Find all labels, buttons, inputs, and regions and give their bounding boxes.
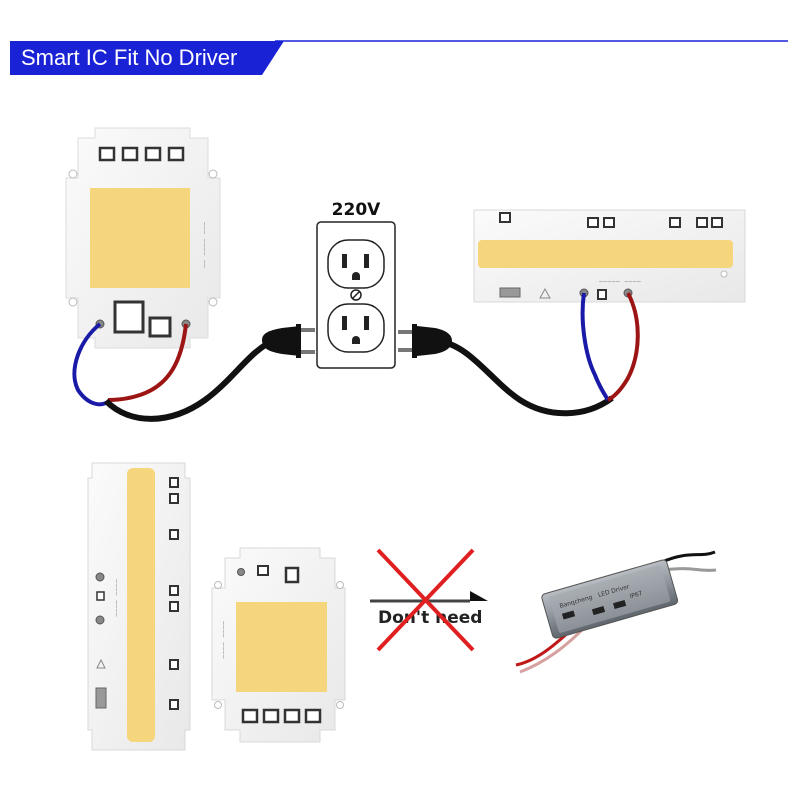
dont-need-mark: Don't need	[370, 548, 488, 652]
voltage-label: 220V	[332, 200, 381, 220]
ic-chip	[113, 300, 145, 334]
svg-text:~~~ ~~~~ ~~: ~~~ ~~~~ ~~	[200, 222, 208, 268]
phosphor-strip	[127, 468, 155, 742]
wall-outlet: 220V	[316, 200, 396, 369]
plug-right	[398, 324, 452, 358]
title-banner: Smart IC Fit No Driver	[10, 40, 788, 75]
socket-bottom	[327, 303, 385, 353]
wire-red-left	[107, 323, 188, 402]
plug-left	[262, 324, 315, 358]
phosphor-strip	[478, 240, 733, 268]
square-cob-board-top: ~~~ ~~~~ ~~	[65, 127, 221, 349]
svg-text:~~~~ ~~~~: ~~~~ ~~~~	[112, 579, 120, 617]
led-driver: Banqcheng LED Driver IP67	[515, 550, 717, 674]
wire-red-right	[607, 292, 640, 402]
wire-blue-left	[72, 322, 112, 407]
dont-need-label: Don't need	[378, 608, 482, 628]
phosphor-area	[236, 602, 327, 692]
linear-cob-board-bottom: ~~~~ ~~~~	[87, 462, 191, 751]
banner-title: Smart IC Fit No Driver	[21, 45, 237, 70]
phosphor-area	[90, 188, 190, 288]
socket-top	[327, 239, 385, 289]
svg-text:~~~~ ~~~~: ~~~~ ~~~~	[219, 621, 227, 659]
power-cord-right	[437, 338, 614, 417]
power-cord-left	[103, 337, 277, 422]
driver-line2: IP67	[629, 590, 644, 600]
linear-cob-board-top: ~~~~~ ~~~~	[473, 209, 746, 303]
square-cob-board-bottom: ~~~~ ~~~~	[211, 547, 346, 743]
svg-text:~~~~~ ~~~~: ~~~~~ ~~~~	[599, 278, 641, 286]
wire-blue-right	[580, 292, 610, 402]
pad-row	[98, 146, 185, 162]
banner-background	[10, 41, 284, 75]
